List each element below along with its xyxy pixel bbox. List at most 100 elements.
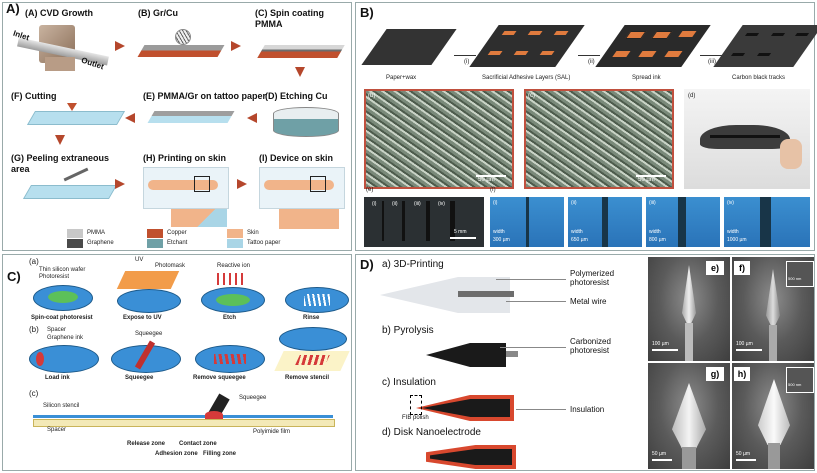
f-width-value-1: 300 µm xyxy=(493,237,510,243)
sub-a-label: (a) xyxy=(29,257,39,266)
sem-h-scale: 50 µm xyxy=(736,451,750,457)
wafer-1 xyxy=(33,285,93,311)
fib-label: FIB polish xyxy=(402,415,429,421)
device-on-skin xyxy=(279,209,339,229)
f-width-label-3: width xyxy=(649,229,661,235)
ann-spacer-c: Spacer xyxy=(47,427,67,433)
legend-tattoo: Tattoo paper xyxy=(247,240,281,246)
arrow-i xyxy=(454,55,476,56)
peel-sheet xyxy=(22,185,118,199)
zone-contact: Contact zone xyxy=(179,441,217,447)
sem-e-tag: e) xyxy=(706,261,724,275)
step-d-label: (D) Etching Cu xyxy=(265,91,328,101)
step-insulation: c) Insulation xyxy=(382,377,436,388)
step-paper-wax: Paper+wax xyxy=(386,75,417,81)
f-panel-1: (i) width 300 µm xyxy=(490,197,564,247)
f-strip-id-4: (iv) xyxy=(727,200,734,206)
blade-icon xyxy=(67,103,77,111)
step-pyrolysis: b) Pyrolysis xyxy=(382,325,434,336)
wafer-3 xyxy=(201,287,265,313)
sem-g-tag: g) xyxy=(706,367,724,381)
step-load: Load ink xyxy=(45,375,70,381)
e-strip-4: (iv) xyxy=(438,201,445,207)
panel-c-label: C) xyxy=(7,269,21,284)
tattoo-sheet xyxy=(147,111,235,123)
step-remove-stencil: Remove stencil xyxy=(285,375,330,381)
gr-cu-sheet xyxy=(137,45,225,57)
sem-f: f) 500 nm 100 µm xyxy=(732,257,814,361)
lattice-icon xyxy=(175,29,191,45)
stencil-4 xyxy=(279,327,347,351)
ann-photoresist: Photoresist xyxy=(39,274,70,280)
f-width-value-3: 800 µm xyxy=(649,237,666,243)
panel-d: D) a) 3D-Printing Polymerized photoresis… xyxy=(355,254,815,471)
step-disk: d) Disk Nanoelectrode xyxy=(382,427,481,438)
step-c-label: (C) Spin coating PMMA xyxy=(255,8,324,29)
film-4 xyxy=(274,351,350,371)
sem-h-inset-scale: 500 nm xyxy=(788,382,802,387)
ann-graphene-ink: Graphene ink xyxy=(47,335,84,341)
f-width-value-4: 1000 µm xyxy=(727,237,747,243)
arrow-b-c xyxy=(231,41,241,51)
panel-d-label: D) xyxy=(360,257,374,272)
wire-a xyxy=(458,291,514,297)
arrow-iii-label: (iii) xyxy=(708,59,716,65)
etch-beaker xyxy=(273,107,339,137)
ann-uv: UV xyxy=(135,257,144,263)
step-a-label: (A) CVD Growth xyxy=(25,8,93,18)
legend: PMMA Graphene Copper Etchant Skin Tattoo… xyxy=(67,229,337,249)
f-width-value-2: 650 µm xyxy=(571,237,588,243)
arrow-h-i xyxy=(237,179,247,189)
sub-c-label-c: (c) xyxy=(29,389,39,398)
spread-sheet xyxy=(595,25,711,67)
ann-wafer: Thin silicon wafer xyxy=(39,267,86,273)
arrow-iii xyxy=(700,55,724,56)
panel-a-label: A) xyxy=(6,1,20,16)
step-i-label: (I) Device on skin xyxy=(259,153,334,163)
ann-silicon-stencil: Silicon stencil xyxy=(43,403,80,409)
legend-copper: Copper xyxy=(167,230,187,236)
film-line xyxy=(33,419,335,427)
arrow-a-b xyxy=(115,41,125,51)
f-width-label-2: width xyxy=(571,229,583,235)
scale-b: 50 µm xyxy=(478,177,495,183)
stencil-2 xyxy=(111,340,181,373)
legend-pmma: PMMA xyxy=(87,230,105,236)
sem-e: e) 100 µm xyxy=(648,257,730,361)
arrow-g-h xyxy=(115,179,125,189)
tattoo-peel-h xyxy=(171,209,227,227)
ink-c xyxy=(205,411,223,419)
ann-reactive: Reactive ion xyxy=(217,263,251,269)
zone-release: Release zone xyxy=(127,441,166,447)
ann-metal-wire: Metal wire xyxy=(570,297,607,306)
cvd-furnace xyxy=(17,25,109,73)
arrow-d-e xyxy=(247,113,257,123)
scale-e: 5 mm xyxy=(454,229,467,235)
stencil-1 xyxy=(29,345,99,373)
step-sal: Sacrificial Adhesive Layers (SAL) xyxy=(482,75,571,81)
f-strip-id-3: (iii) xyxy=(649,200,656,206)
panel-c: C) (a) Thin silicon wafer Photoresist Sp… xyxy=(2,254,352,471)
zone-adhesion: Adhesion zone xyxy=(155,451,198,457)
sem-g: g) 50 µm xyxy=(648,363,730,469)
arrow-c-d xyxy=(295,67,305,77)
ann-photomask: Photomask xyxy=(155,263,186,269)
f-panel-2: (ii) width 650 µm xyxy=(568,197,642,247)
sub-d-label: (d) xyxy=(688,93,696,99)
step-expose: Expose to UV xyxy=(123,315,162,321)
step-3d-print: a) 3D-Printing xyxy=(382,259,444,270)
wafer-2 xyxy=(117,289,181,313)
panel-b-label: B) xyxy=(360,5,374,20)
fib-box xyxy=(410,395,422,415)
step-f-label: (F) Cutting xyxy=(11,91,57,101)
wafer-4 xyxy=(285,287,349,313)
step-spin: Spin-coat photoresist xyxy=(31,315,93,321)
f-strip-id-2: (ii) xyxy=(571,200,577,206)
f-width-label-4: width xyxy=(727,229,739,235)
step-spread: Spread ink xyxy=(632,75,661,81)
ann-polymerized: Polymerized photoresist xyxy=(570,269,615,287)
step-b-label: (B) Gr/Cu xyxy=(138,8,178,18)
legend-graphene: Graphene xyxy=(87,240,114,246)
micrograph-c: (c) 50 µm xyxy=(524,89,674,189)
ann-carbonized: Carbonized photoresist xyxy=(570,337,611,355)
